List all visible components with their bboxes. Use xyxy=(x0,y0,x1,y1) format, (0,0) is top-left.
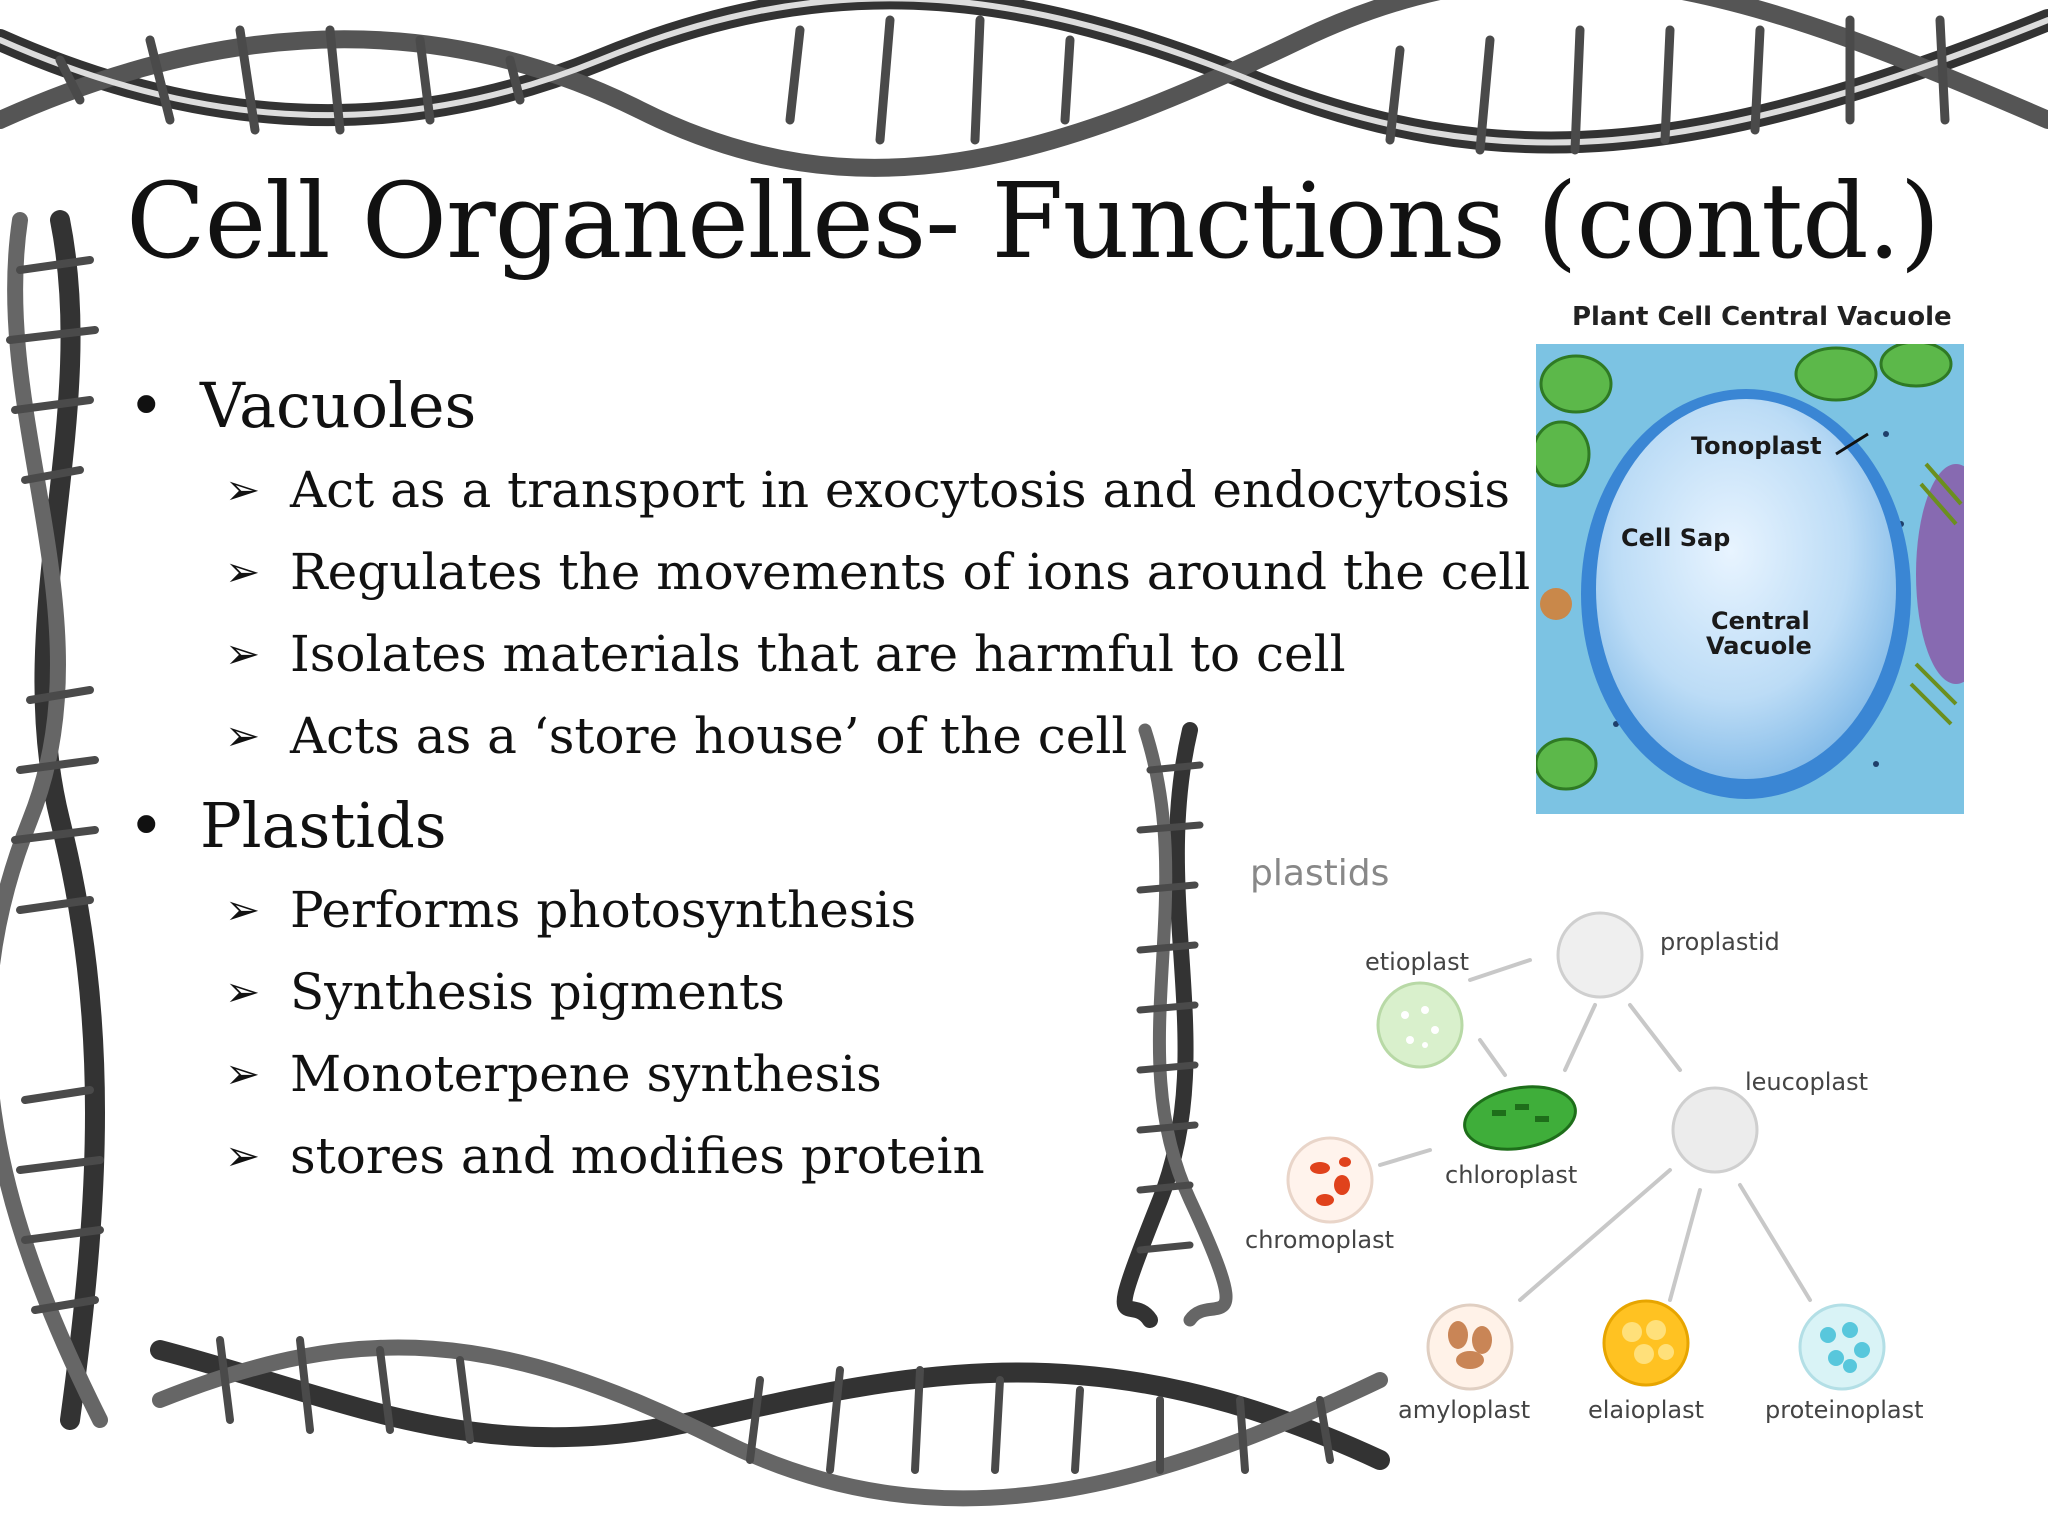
list-item: ➢Synthesis pigments xyxy=(120,960,1530,1024)
cell-sap-label: Cell Sap xyxy=(1621,524,1730,552)
middle-helix xyxy=(1116,722,1233,1328)
arrow-bullet-icon: ➢ xyxy=(225,547,261,596)
leucoplast-label: leucoplast xyxy=(1745,1068,1868,1096)
plastids-diagram: plastids proplastid etioplast chloroplas… xyxy=(1245,853,1924,1424)
list-item: ➢Performs photosynthesis xyxy=(120,878,1530,942)
chloroplast-shape xyxy=(1463,1085,1577,1151)
bullet-list: •Vacuoles ➢Act as a transport in exocyto… xyxy=(120,370,1530,1206)
elaioplast-shape xyxy=(1602,1299,1690,1387)
section-heading-plastids: •Plastids xyxy=(128,789,447,862)
arrow-bullet-icon: ➢ xyxy=(225,629,261,678)
chloroplast-label: chloroplast xyxy=(1445,1161,1577,1189)
proplastid-shape xyxy=(1556,911,1644,999)
vacuole-figure-title: Plant Cell Central Vacuole xyxy=(1572,302,1952,332)
list-item: ➢Acts as a ‘store house’ of the cell xyxy=(120,704,1530,768)
etioplast-label: etioplast xyxy=(1365,948,1469,976)
arrow-bullet-icon: ➢ xyxy=(225,1049,261,1098)
arrow-bullet-icon: ➢ xyxy=(225,885,261,934)
bullet-dot: • xyxy=(128,789,165,862)
list-item: ➢Monoterpene synthesis xyxy=(120,1042,1530,1106)
proplastid-label: proplastid xyxy=(1660,928,1780,956)
list-item: ➢Isolates materials that are harmful to … xyxy=(120,622,1530,686)
etioplast-shape xyxy=(1376,981,1464,1069)
list-item: ➢Regulates the movements of ions around … xyxy=(120,540,1530,604)
proteinoplast-label: proteinoplast xyxy=(1765,1396,1924,1424)
arrow-bullet-icon: ➢ xyxy=(225,711,261,760)
list-item: ➢Act as a transport in exocytosis and en… xyxy=(120,458,1530,522)
section-heading-vacuoles: •Vacuoles xyxy=(128,369,477,442)
slide-title: Cell Organelles- Functions (contd.) xyxy=(126,160,1940,282)
central-vacuole-label-line2: Vacuole xyxy=(1706,632,1812,660)
tonoplast-label: Tonoplast xyxy=(1691,432,1822,460)
leucoplast-shape xyxy=(1671,1086,1759,1174)
elaioplast-label: elaioplast xyxy=(1588,1396,1704,1424)
top-helix xyxy=(0,0,2048,177)
arrow-bullet-icon: ➢ xyxy=(225,465,261,514)
amyloplast-label: amyloplast xyxy=(1398,1396,1530,1424)
arrow-bullet-icon: ➢ xyxy=(225,1131,261,1180)
proteinoplast-shape xyxy=(1798,1303,1886,1391)
central-vacuole-label-line1: Central xyxy=(1711,607,1810,635)
chromoplast-shape xyxy=(1286,1136,1374,1224)
bottom-helix xyxy=(150,1336,1390,1507)
plastids-diagram-title: plastids xyxy=(1250,853,1389,894)
arrow-bullet-icon: ➢ xyxy=(225,967,261,1016)
list-item: ➢stores and modifies protein xyxy=(120,1124,1530,1188)
left-helix xyxy=(0,210,108,1430)
bullet-dot: • xyxy=(128,369,165,442)
amyloplast-shape xyxy=(1426,1303,1514,1391)
vacuole-illustration: Tonoplast Cell Sap Central Vacuole xyxy=(1536,344,1964,814)
chromoplast-label: chromoplast xyxy=(1245,1226,1394,1254)
